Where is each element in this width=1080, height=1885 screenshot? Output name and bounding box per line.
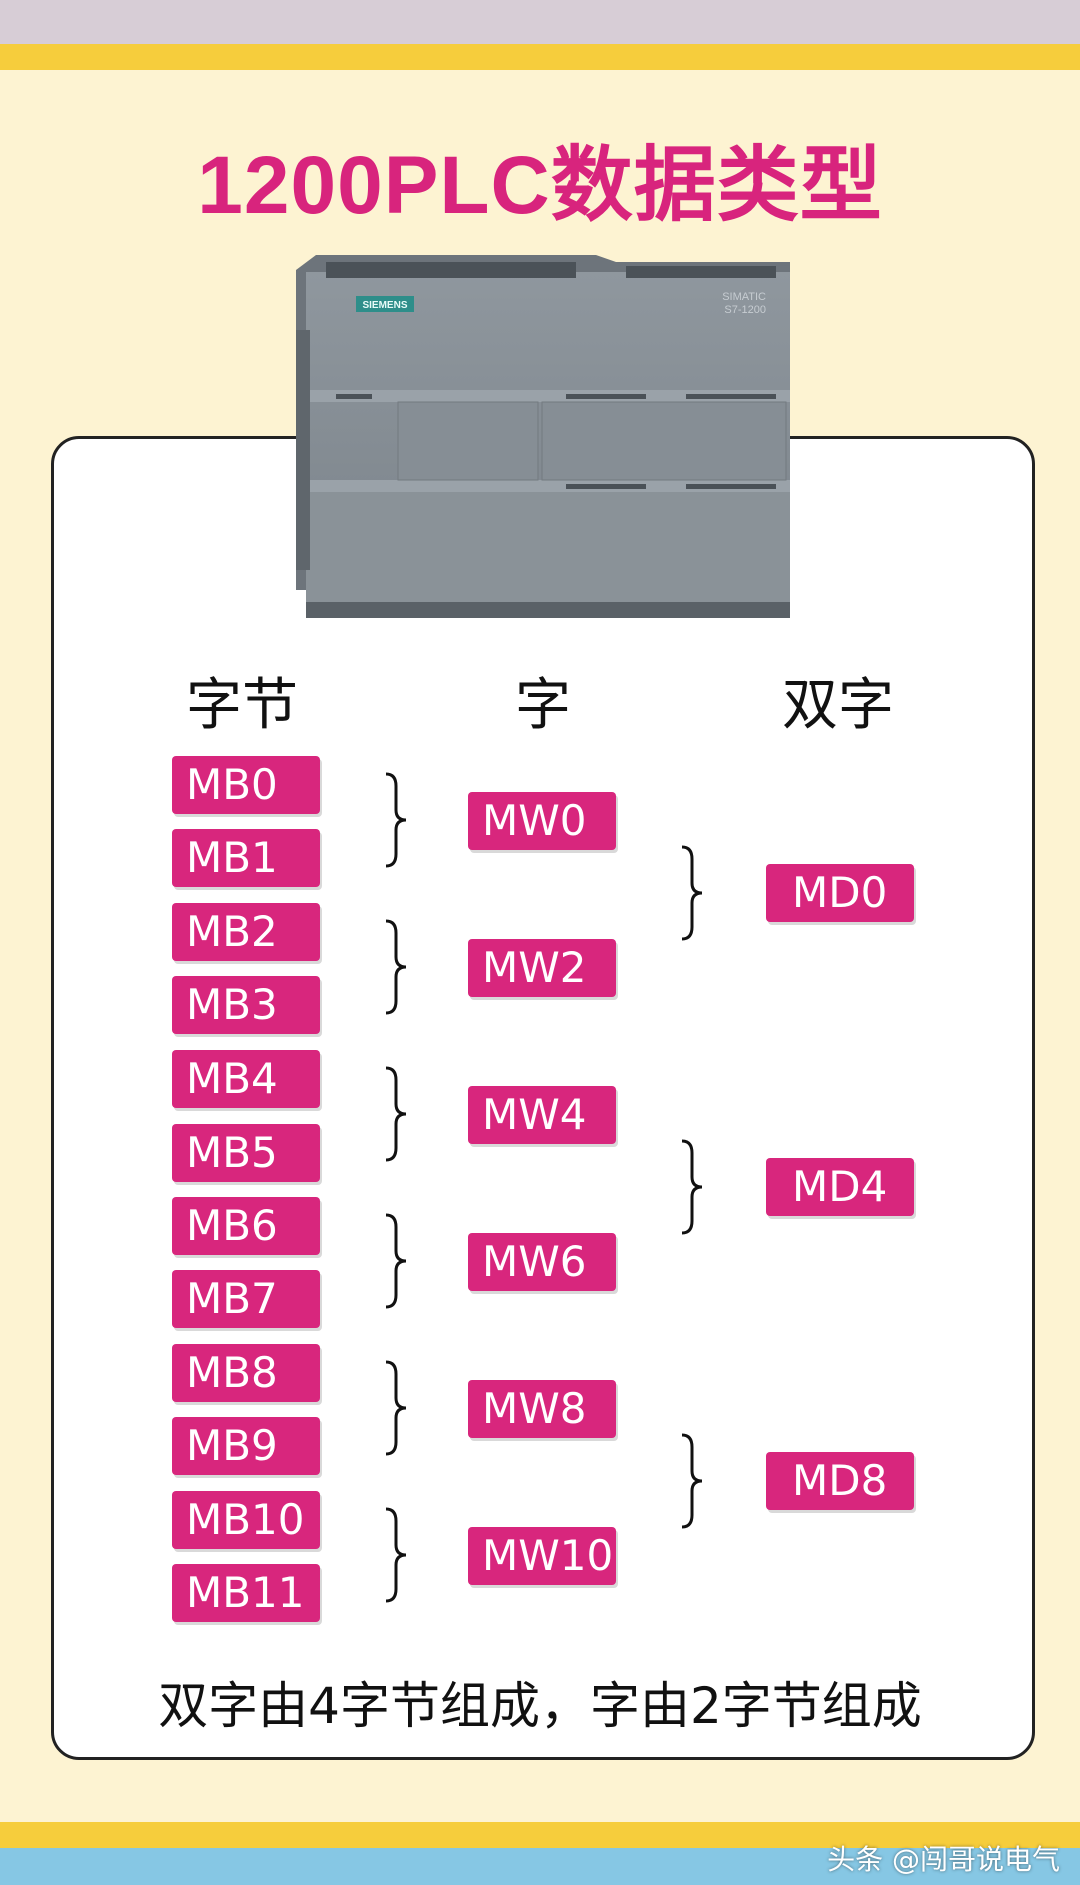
- byte-tag-8: MB8: [172, 1344, 320, 1402]
- byte-tag-11: MB11: [172, 1564, 320, 1622]
- byte-tag-7: MB7: [172, 1270, 320, 1328]
- byte-tag-1: MB1: [172, 829, 320, 887]
- byte-tag-3: MB3: [172, 976, 320, 1034]
- top-band: [0, 0, 1080, 44]
- brace-icon: [385, 919, 407, 1015]
- dword-tag-1: MD4: [766, 1158, 914, 1216]
- plc-device-image: SIEMENS SIMATIC S7-1200: [296, 255, 790, 618]
- brace-icon: [681, 845, 703, 941]
- byte-tag-2: MB2: [172, 903, 320, 961]
- dword-tag-0: MD0: [766, 864, 914, 922]
- brace-icon: [681, 1139, 703, 1235]
- byte-tag-10: MB10: [172, 1491, 320, 1549]
- plc-brand-label: SIEMENS: [362, 300, 407, 311]
- brace-icon: [385, 1360, 407, 1456]
- byte-tag-6: MB6: [172, 1197, 320, 1255]
- brace-icon: [385, 1507, 407, 1603]
- header-word: 字: [515, 673, 571, 738]
- plc-model-line1: SIMATIC: [722, 291, 766, 303]
- watermark: 头条 @闯哥说电气: [827, 1843, 1060, 1876]
- brace-icon: [681, 1433, 703, 1529]
- header-byte: 字节: [186, 673, 298, 738]
- word-tag-5: MW10: [468, 1527, 616, 1585]
- brace-icon: [385, 772, 407, 868]
- word-tag-4: MW8: [468, 1380, 616, 1438]
- word-tag-0: MW0: [468, 792, 616, 850]
- word-tag-3: MW6: [468, 1233, 616, 1291]
- dword-tag-2: MD8: [766, 1452, 914, 1510]
- top-stripe: [0, 44, 1080, 70]
- byte-tag-5: MB5: [172, 1124, 320, 1182]
- brace-icon: [385, 1213, 407, 1309]
- header-dword: 双字: [782, 673, 894, 738]
- plc-model-line2: S7-1200: [724, 304, 766, 316]
- footnote: 双字由4字节组成，字由2字节组成: [158, 1677, 922, 1735]
- byte-tag-4: MB4: [172, 1050, 320, 1108]
- brace-icon: [385, 1066, 407, 1162]
- word-tag-1: MW2: [468, 939, 616, 997]
- bottom-band: [0, 1848, 1080, 1885]
- word-tag-2: MW4: [468, 1086, 616, 1144]
- bottom-stripe: [0, 1822, 1080, 1848]
- byte-tag-0: MB0: [172, 756, 320, 814]
- byte-tag-9: MB9: [172, 1417, 320, 1475]
- page-title: 1200PLC数据类型: [197, 140, 883, 231]
